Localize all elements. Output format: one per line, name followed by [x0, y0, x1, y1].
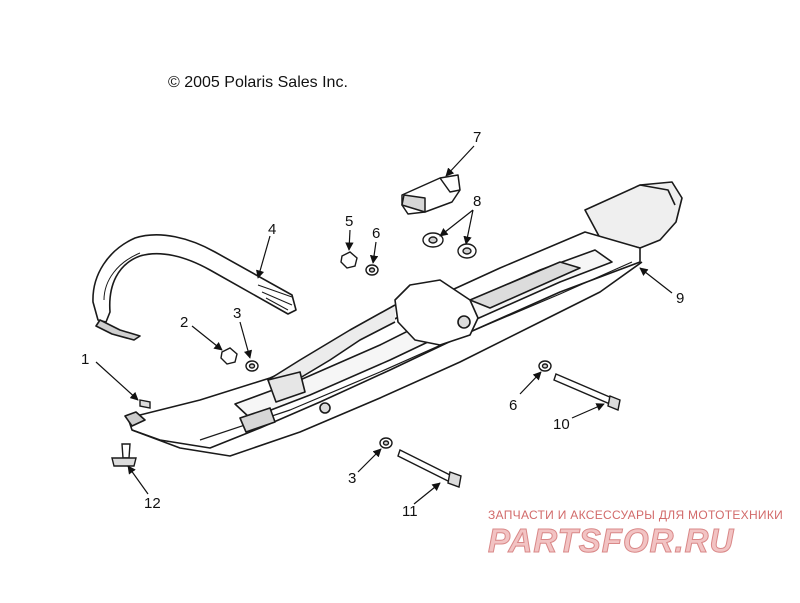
callout-2: 2 [180, 314, 188, 331]
callout-9: 9 [676, 290, 684, 307]
ski-saddle-cap [401, 174, 461, 215]
hardware [111, 232, 621, 488]
ski-handle [92, 234, 297, 341]
ski-body [124, 181, 683, 457]
callout-8: 8 [473, 193, 481, 210]
callout-3-lower: 3 [348, 470, 356, 487]
callout-labels: 1 2 3 3 4 5 6 6 7 8 9 10 11 12 [81, 129, 684, 520]
callout-6-lower: 6 [509, 397, 517, 414]
callout-7: 7 [473, 129, 481, 146]
callout-4: 4 [268, 221, 276, 238]
watermark-logo: PARTSFOR.RU [487, 522, 735, 560]
callout-12: 12 [144, 495, 161, 512]
callout-11: 11 [402, 503, 418, 520]
callout-1: 1 [81, 351, 89, 368]
callout-10: 10 [553, 416, 570, 433]
watermark-tagline: ЗАПЧАСТИ И АКСЕССУАРЫ ДЛЯ МОТОТЕХНИКИ [488, 508, 784, 522]
callout-6-upper: 6 [372, 225, 380, 242]
callout-5: 5 [345, 213, 353, 230]
callout-3-upper: 3 [233, 305, 241, 322]
leader-lines [95, 145, 673, 505]
copyright-notice: © 2005 Polaris Sales Inc. [168, 74, 348, 91]
